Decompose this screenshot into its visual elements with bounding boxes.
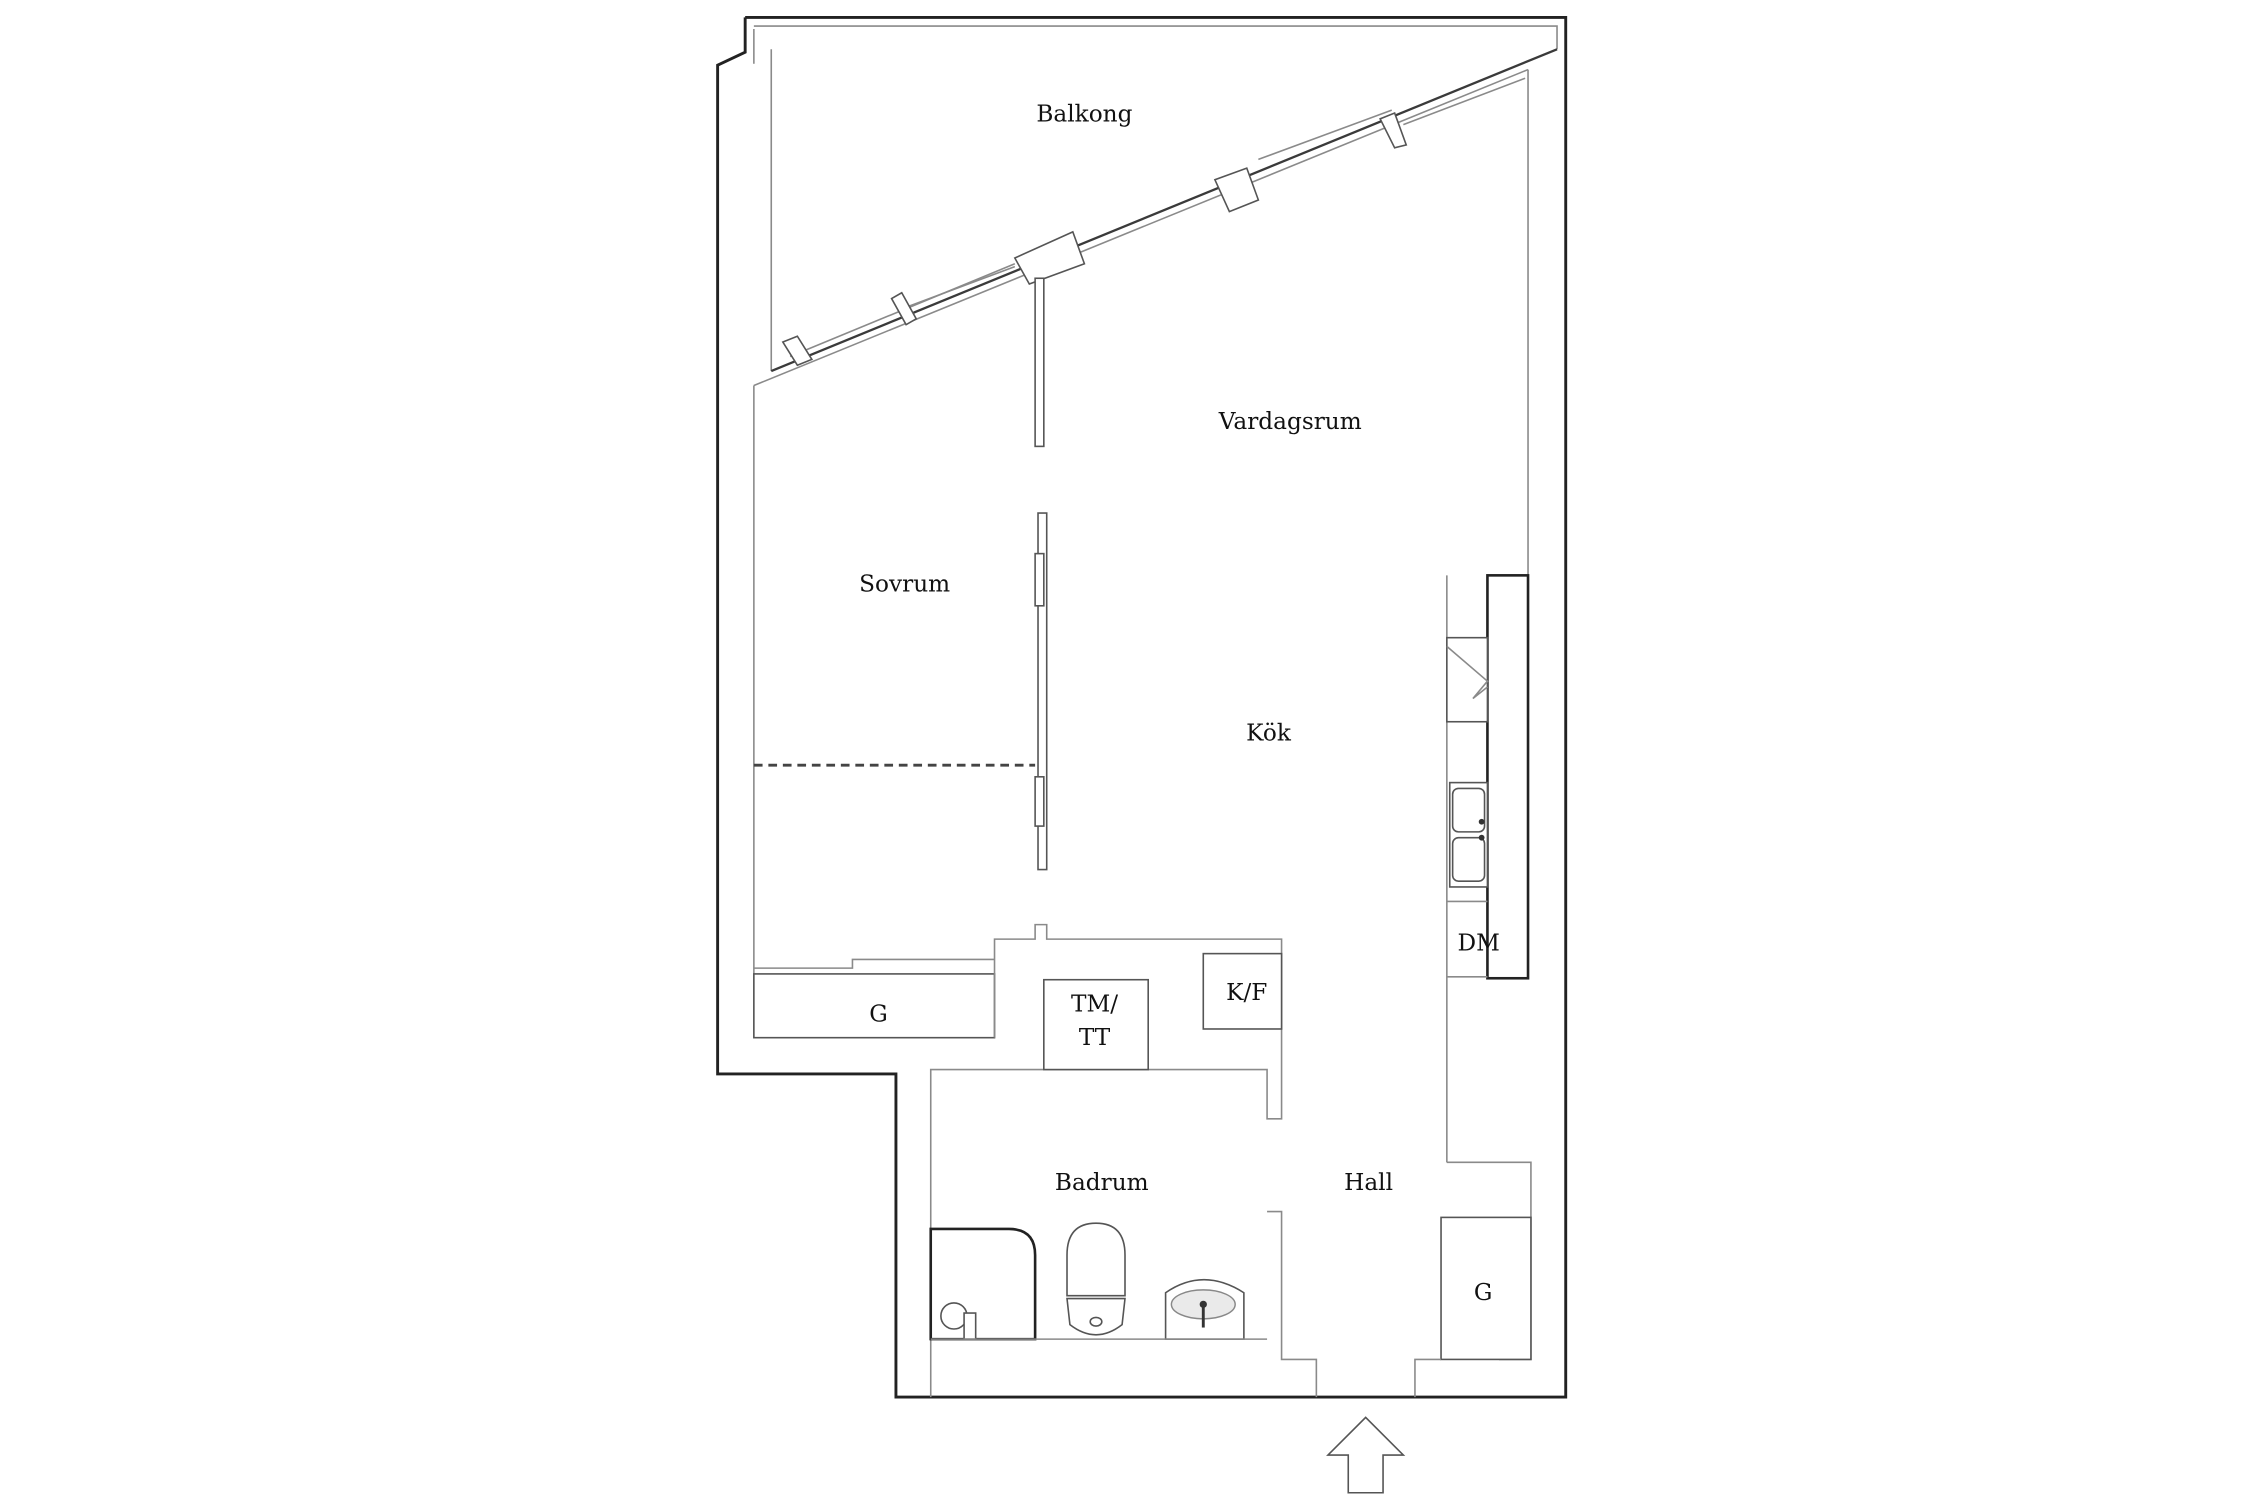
fixture-label-tm: TM/ [1071,991,1118,1018]
core-walls [929,923,1283,1398]
bathroom-fixtures [929,1222,1268,1341]
diagonal-window-wall [753,48,1558,387]
room-label-badrum: Badrum [1055,1169,1149,1196]
kf-box [1202,952,1283,1030]
outer-walls [716,15,1568,1399]
entrance-arrow-icon [1326,1416,1406,1494]
room-label-kok: Kök [1246,720,1292,747]
fixture-label-g-hall: G [1474,1279,1493,1306]
toilet-icon [1066,1222,1126,1336]
room-label-sovrum: Sovrum [859,570,950,597]
fixture-label-tt: TT [1079,1024,1111,1051]
room-label-hall: Hall [1344,1169,1393,1196]
fixture-label-dm: DM [1458,930,1500,957]
sovrum-partition [1034,277,1048,871]
kitchen-counter [1446,574,1530,1163]
fixture-label-g-sovrum: G [869,1001,888,1028]
wardrobe-sovrum [753,958,996,1039]
wardrobe-hall [1440,1216,1532,1361]
washbasin-icon [1164,1278,1245,1340]
hall-walls [1267,1161,1532,1398]
stove-icon [1446,636,1489,723]
room-label-vardagsrum: Vardagsrum [1218,408,1362,435]
fixture-label-kf: K/F [1226,979,1267,1006]
balcony [753,28,1529,580]
tm-tt-box [1043,978,1149,1071]
room-label-balkong: Balkong [1036,101,1132,128]
